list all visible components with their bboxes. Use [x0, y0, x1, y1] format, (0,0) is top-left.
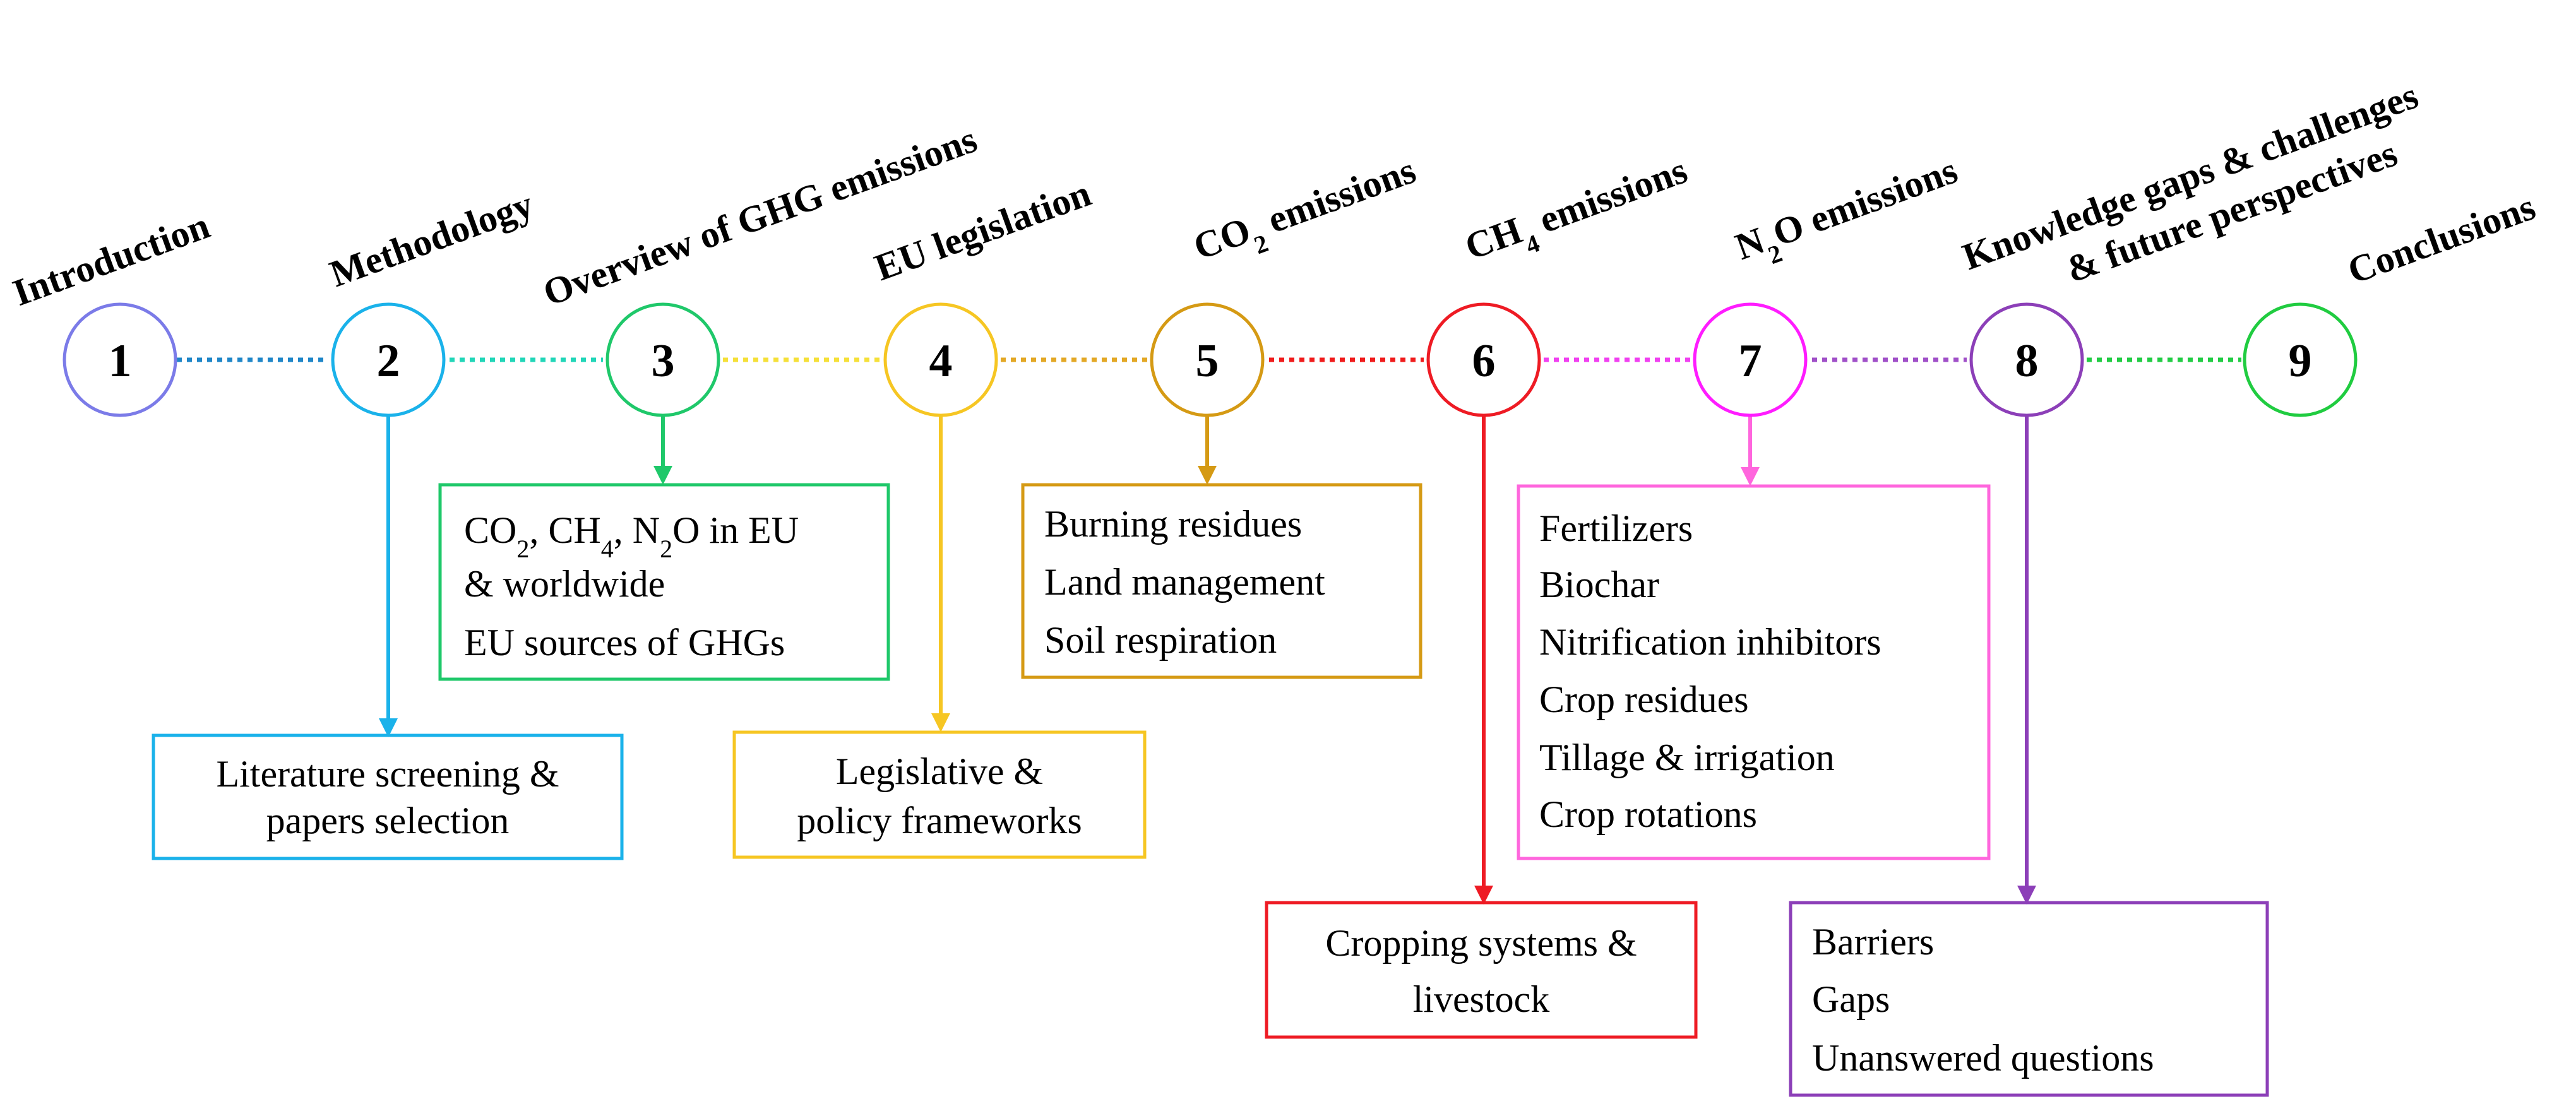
- box-ch4-line-1: Cropping systems &: [1325, 922, 1637, 964]
- overview-co-sub: 2: [516, 535, 529, 563]
- overview-rest: O in EU: [672, 509, 799, 551]
- box-gaps: Barriers Gaps Unanswered questions: [1789, 901, 2269, 1097]
- box-co2-line-2: Land management: [1044, 561, 1325, 603]
- title-ch4-rest: emissions: [1525, 149, 1692, 244]
- step-1: 1: [63, 302, 177, 417]
- box-n2o-line-5: Tillage & irrigation: [1539, 737, 1835, 778]
- step-4-number: 4: [929, 335, 953, 387]
- box-overview-frame: [438, 483, 890, 681]
- step-8-circle: [1969, 302, 2084, 417]
- box-overview-line-1: CO2, CH4, N2O in EU: [464, 509, 799, 563]
- title-overview: Overview of GHG emissions: [538, 118, 982, 314]
- step-3-circle: [605, 302, 720, 417]
- title-ch4-ch: CH: [1460, 209, 1527, 268]
- arrow-5-head: [1198, 466, 1217, 485]
- box-methodology-line-1: Literature screening &: [216, 753, 559, 795]
- overview-ch-sub: 4: [601, 535, 614, 563]
- box-ch4-frame: [1265, 901, 1698, 1039]
- step-6-number: 6: [1472, 335, 1496, 387]
- box-n2o-line-6: Crop rotations: [1539, 793, 1757, 835]
- step-7: 7: [1693, 302, 1808, 417]
- step-2-circle: [331, 302, 446, 417]
- arrow-8-head: [2017, 886, 2036, 905]
- box-methodology-line-2: papers selection: [266, 800, 510, 841]
- box-legislation: Legislative & policy frameworks: [732, 730, 1147, 859]
- overview-sep-1: , CH: [529, 509, 600, 551]
- step-1-number: 1: [109, 335, 132, 387]
- step-3-number: 3: [652, 335, 675, 387]
- title-co2-co: CO: [1188, 209, 1256, 268]
- box-co2-line-1: Burning residues: [1044, 503, 1302, 545]
- step-titles: Introduction Methodology Overview of GHG…: [8, 74, 2541, 314]
- box-gaps-line-1: Barriers: [1812, 921, 1934, 963]
- overview-sep-2: , N: [614, 509, 660, 551]
- arrow-3-head: [653, 466, 672, 485]
- title-n2o-rest: O emissions: [1767, 149, 1962, 254]
- box-legislation-line-1: Legislative &: [836, 751, 1043, 792]
- box-n2o-line-3: Nitrification inhibitors: [1539, 621, 1881, 663]
- box-co2-line-3: Soil respiration: [1044, 619, 1277, 661]
- step-7-circle: [1693, 302, 1808, 417]
- title-introduction: Introduction: [8, 205, 215, 314]
- step-7-number: 7: [1739, 335, 1762, 387]
- step-1-circle: [63, 302, 177, 417]
- box-overview: CO2, CH4, N2O in EU & worldwide EU sourc…: [438, 483, 890, 681]
- arrow-2-head: [379, 718, 398, 737]
- arrow-6-head: [1474, 886, 1493, 905]
- box-n2o-line-2: Biochar: [1539, 564, 1659, 605]
- arrows: [379, 417, 2036, 905]
- box-legislation-line-2: policy frameworks: [797, 800, 1082, 841]
- box-n2o-line-4: Crop residues: [1539, 679, 1749, 720]
- step-9: 9: [2243, 302, 2358, 417]
- box-gaps-line-3: Unanswered questions: [1812, 1037, 2154, 1079]
- step-9-circle: [2243, 302, 2358, 417]
- step-5-number: 5: [1196, 335, 1219, 387]
- arrow-7-head: [1741, 467, 1760, 486]
- box-gaps-frame: [1789, 901, 2269, 1097]
- arrow-4-head: [931, 713, 950, 732]
- box-overview-line-2: & worldwide: [464, 563, 665, 605]
- box-n2o: Fertilizers Biochar Nitrification inhibi…: [1517, 484, 1991, 860]
- step-6-circle: [1426, 302, 1541, 417]
- box-n2o-line-1: Fertilizers: [1539, 508, 1693, 549]
- title-n2o-emissions: N2O emissions: [1730, 149, 1967, 278]
- step-4: 4: [883, 302, 998, 417]
- step-8: 8: [1969, 302, 2084, 417]
- box-n2o-frame: [1517, 484, 1991, 860]
- title-methodology: Methodology: [325, 183, 539, 295]
- step-2: 2: [331, 302, 446, 417]
- step-6: 6: [1426, 302, 1541, 417]
- step-2-number: 2: [377, 335, 400, 387]
- content-boxes: Literature screening & papers selection …: [152, 483, 2269, 1097]
- title-co2-rest: emissions: [1253, 149, 1421, 244]
- overview-n-sub: 2: [660, 535, 672, 563]
- step-9-number: 9: [2289, 335, 2312, 387]
- box-methodology: Literature screening & papers selection: [152, 733, 624, 860]
- step-8-number: 8: [2015, 335, 2039, 387]
- box-overview-line-3: EU sources of GHGs: [464, 622, 785, 663]
- step-5-circle: [1150, 302, 1265, 417]
- title-ch4-emissions: CH4 emissions: [1460, 149, 1696, 278]
- box-co2-frame: [1021, 483, 1422, 679]
- box-ch4: Cropping systems & livestock: [1265, 901, 1698, 1039]
- title-eu-legislation: EU legislation: [869, 172, 1096, 289]
- step-circles: 1 2 3 4 5 6 7 8: [63, 302, 2358, 417]
- box-methodology-frame: [152, 733, 624, 860]
- box-legislation-frame: [732, 730, 1147, 859]
- box-ch4-line-2: livestock: [1413, 978, 1550, 1020]
- box-co2: Burning residues Land management Soil re…: [1021, 483, 1422, 679]
- step-5: 5: [1150, 302, 1265, 417]
- overview-co: CO: [464, 509, 516, 551]
- title-conclusions: Conclusions: [2342, 186, 2541, 292]
- step-3: 3: [605, 302, 720, 417]
- box-gaps-line-2: Gaps: [1812, 978, 1890, 1020]
- title-co2-emissions: CO2 emissions: [1188, 149, 1425, 278]
- step-4-circle: [883, 302, 998, 417]
